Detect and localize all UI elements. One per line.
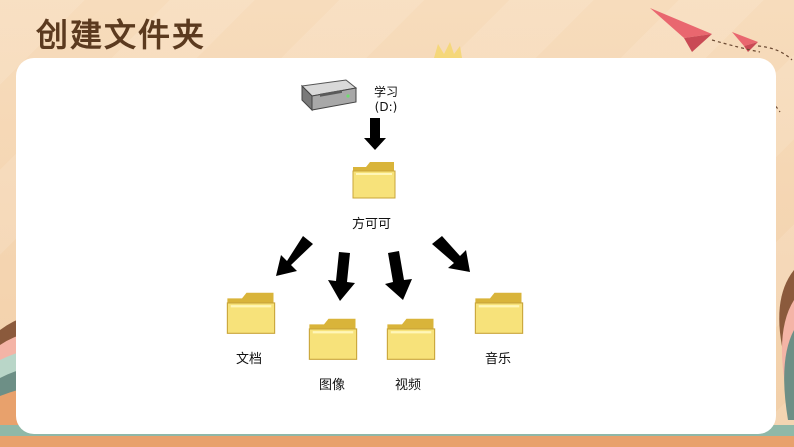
slide-title: 创建文件夹 xyxy=(36,16,207,54)
leaf-folder-label: 文档 xyxy=(236,352,263,367)
drive-name: 学习 xyxy=(373,85,398,99)
arrow-to-leaf-3 xyxy=(385,251,412,300)
leaf-folder-label: 视频 xyxy=(395,378,422,393)
folder-icon[interactable] xyxy=(350,158,398,202)
folder-icon[interactable] xyxy=(306,314,360,364)
drive-label: 学习 (D:) xyxy=(366,85,406,115)
folder-icon[interactable] xyxy=(384,314,438,364)
child-folder-label: 方可可 xyxy=(352,217,392,232)
hard-drive-icon[interactable] xyxy=(296,78,358,112)
content-card xyxy=(16,58,776,434)
arrow-root-to-child xyxy=(364,118,386,150)
arrow-to-leaf-1 xyxy=(276,236,313,276)
drive-letter: (D:) xyxy=(374,100,398,114)
folder-icon[interactable] xyxy=(224,288,278,338)
folder-icon[interactable] xyxy=(472,288,526,338)
leaf-folder-label: 图像 xyxy=(319,378,346,393)
arrow-to-leaf-4 xyxy=(432,236,470,272)
star-icon xyxy=(434,42,462,58)
arrow-to-leaf-2 xyxy=(328,252,355,301)
leaf-folder-label: 音乐 xyxy=(485,352,512,367)
